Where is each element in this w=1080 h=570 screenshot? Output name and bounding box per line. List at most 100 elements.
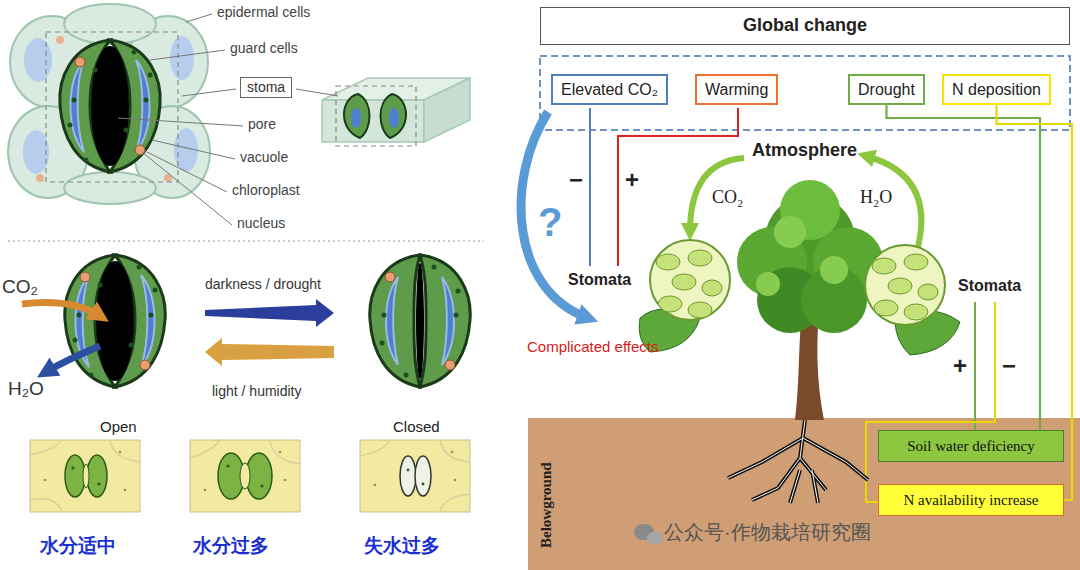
epidermis-face-view [170,36,194,80]
effect-box: Soil water deficiency [878,430,1064,462]
gas-label: CO₂ [2,276,38,299]
leaf-right [888,278,912,294]
divider [8,240,484,241]
effect-sign: − [1002,352,1016,381]
effect-sign: + [953,352,967,381]
connector [886,105,1040,430]
driver-box: N deposition [942,74,1051,105]
wechat-icon [647,532,663,545]
leaf-right [872,258,896,274]
epidermis-face-view [36,174,44,182]
h2o-arrow [46,346,100,372]
node-text: stoma [247,79,285,95]
n-effect-line [866,302,995,502]
atmosphere-label: Atmosphere [752,140,857,162]
water-state-images [30,440,470,512]
wechat-icon [634,524,663,545]
leader-line [186,14,212,22]
condition-label: light / humidity [212,383,301,400]
leaf-left [672,274,696,290]
leaf-left [656,254,680,270]
node-text: Drought [858,81,915,98]
water-state-label: 水分适中 [40,535,116,558]
water-state-images [226,464,229,467]
water-state-images [407,469,410,472]
tree [728,420,868,503]
node-text: Warming [705,81,768,98]
epidermis-side-view [351,108,361,128]
node-text: Elevated CO₂ [561,81,658,98]
water-state-images [454,479,457,482]
co2-effect-line [589,108,591,266]
state-label: Open [100,418,137,436]
leaf-left [656,250,722,318]
water-state-images [279,451,282,454]
epidermis-side-view [424,78,470,142]
water-state-images [124,489,127,492]
part-label: chloroplast [232,182,300,199]
gas-label: H₂O [860,187,892,209]
open-stoma [65,255,165,387]
condition-label: darkness / drought [205,276,321,293]
leaf-right [904,254,928,270]
epidermis-face-view [60,40,160,172]
water-state-label: 水分过多 [193,535,269,558]
title-box: Global change [540,7,1070,45]
driver-box: Elevated CO₂ [551,74,668,105]
leaf-right [874,300,898,316]
leaf-right [865,245,945,325]
leader-line [296,89,338,96]
epidermis-side-view [336,86,416,146]
water-state-images [44,479,47,482]
epidermis-side-view [322,78,470,146]
water-state-images [284,479,287,482]
effect-sign: + [625,166,639,195]
co2-uptake-arrow [690,158,744,232]
callout-box: stoma [240,77,292,98]
epidermis-face-view [64,4,156,44]
water-state-images [87,455,107,497]
stomata-label: Stomata [958,276,1021,295]
water-state-images [240,463,250,489]
part-label: vacuole [240,149,288,166]
leader-line [118,118,243,126]
node-text: Soil water deficiency [907,438,1034,454]
water-state-images [422,483,425,486]
tree [728,420,868,503]
tree [756,272,780,296]
water-state-images [451,451,454,454]
state-label: Closed [393,418,440,436]
node-text: N availability increase [904,492,1039,508]
driver-box: Drought [848,74,925,105]
leader-line [118,14,338,225]
water-state-images [400,456,416,496]
leaf-left [639,240,730,352]
leader-line [147,152,227,192]
epidermis-side-view [344,94,370,138]
gas-label: CO₂ [712,187,743,209]
epidermis-face-view [64,172,156,204]
ground [528,418,1080,570]
node-text: N deposition [952,81,1041,98]
stomata-label: Stomata [568,270,631,289]
epidermis-face-view [56,36,64,44]
tree [728,180,883,503]
part-label: pore [248,116,276,133]
open-stoma [65,255,165,387]
driver-box: Warming [695,74,778,105]
epidermis-face-view [46,32,178,182]
closed-stoma [370,255,470,387]
node-text: Global change [743,15,867,37]
water-state-images [83,464,89,488]
co2-arrow [22,303,100,317]
leaf-right [904,304,928,320]
water-state-images [97,482,100,485]
leader-line [152,140,235,159]
closed-stoma [370,255,470,387]
water-state-images [119,451,122,454]
soil-water-effect-line [974,302,976,430]
leader-line [150,50,225,60]
water-state-images [415,456,431,496]
closing-arrow [205,299,334,327]
